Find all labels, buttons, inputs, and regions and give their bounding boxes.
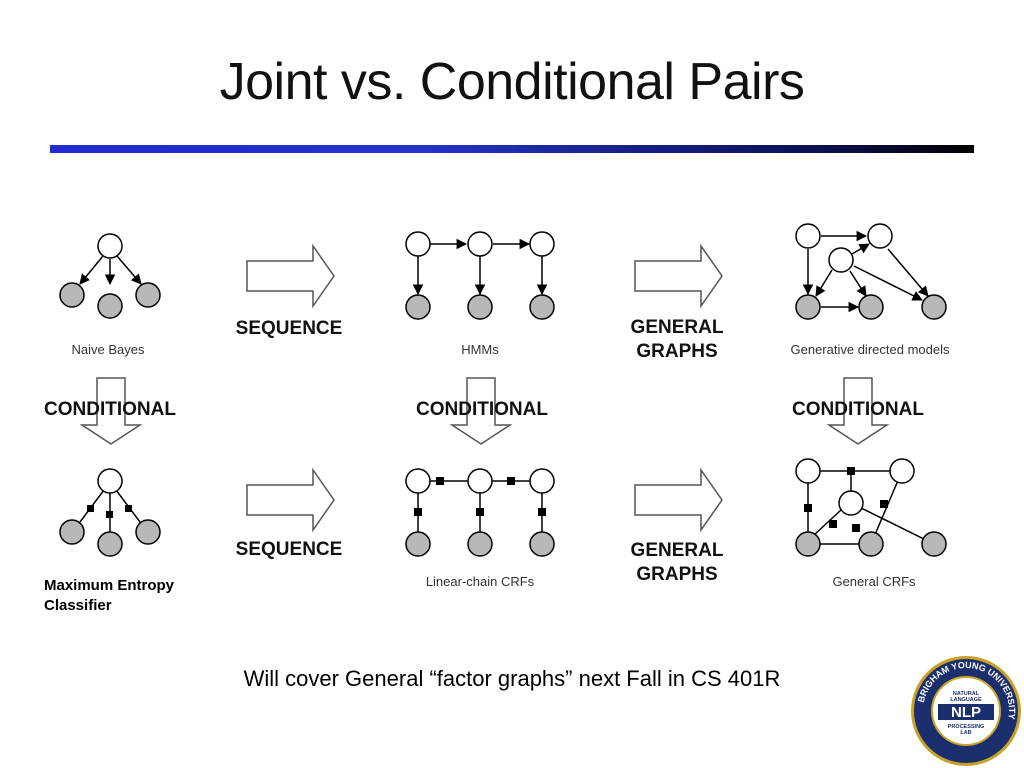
conditional-label-middle: CONDITIONAL (416, 399, 548, 420)
naive-bayes-graph (59, 233, 161, 319)
general-crf-factor (880, 500, 888, 508)
maxent-factor (87, 505, 94, 512)
sequence-label-top: SEQUENCE (236, 318, 343, 339)
hmm-observation-node (529, 294, 555, 320)
sequence-label-bottom: SEQUENCE (236, 539, 343, 560)
crf-state-node (529, 468, 555, 494)
linear-chain-crfs-label: Linear-chain CRFs (426, 574, 535, 589)
maxent-feature-node (97, 531, 123, 557)
logo-bottom-text-1: PROCESSING (948, 724, 985, 730)
hmm-state-node (529, 231, 555, 257)
conditional-label-left: CONDITIONAL (44, 399, 176, 420)
general-crf-observed-node (858, 531, 884, 557)
general-label-bottom: GENERAL (631, 540, 724, 561)
general-graphs-arrow-top (634, 243, 723, 309)
generative-observed-node (858, 294, 884, 320)
title-underline (50, 145, 974, 153)
generative-directed-label: Generative directed models (791, 342, 950, 357)
graphs-label-top: GRAPHS (636, 341, 717, 362)
general-crf-factor (847, 467, 855, 475)
generative-observed-node (795, 294, 821, 320)
crf-state-node (405, 468, 431, 494)
generative-hidden-node (828, 247, 854, 273)
general-crfs-label: General CRFs (832, 574, 916, 589)
generative-hidden-node (867, 223, 893, 249)
naive-bayes-class-node (97, 233, 123, 259)
hmm-graph (405, 231, 555, 320)
hmm-observation-node (405, 294, 431, 320)
general-crf-hidden-node (889, 458, 915, 484)
crf-state-node (467, 468, 493, 494)
conditional-arrow-right (826, 377, 890, 445)
general-crf-observed-node (921, 531, 947, 557)
maxent-class-node (97, 468, 123, 494)
crf-factor (476, 508, 484, 516)
crf-factor (538, 508, 546, 516)
maxent-factor (106, 511, 113, 518)
slide-title: Joint vs. Conditional Pairs (219, 53, 805, 111)
sequence-arrow-top (246, 243, 335, 309)
logo-top-text-1: NATURAL (953, 691, 980, 697)
maxent-factor (125, 505, 132, 512)
hmm-state-node (405, 231, 431, 257)
general-crf-factor (852, 524, 860, 532)
general-crf-factor (804, 504, 812, 512)
maxent-label: Maximum Entropy Classifier (44, 577, 175, 614)
general-crf-observed-node (795, 531, 821, 557)
general-graphs-arrow-bottom (634, 467, 723, 533)
sequence-arrow-bottom (246, 467, 335, 533)
linear-chain-crf-graph (405, 468, 555, 557)
naive-bayes-label: Naive Bayes (72, 342, 145, 357)
general-crf-hidden-node (838, 490, 864, 516)
crf-observation-node (467, 531, 493, 557)
logo-bottom-text-2: LAB (960, 730, 971, 736)
generative-directed-graph (795, 223, 947, 320)
hmm-observation-node (467, 294, 493, 320)
logo-top-text-2: LANGUAGE (950, 697, 982, 703)
crf-factor (414, 508, 422, 516)
general-crf-graph (795, 458, 947, 557)
maxent-graph (59, 468, 161, 557)
general-label-top: GENERAL (631, 317, 724, 338)
crf-observation-node (405, 531, 431, 557)
generative-hidden-node (795, 223, 821, 249)
graphs-label-bottom: GRAPHS (636, 564, 717, 585)
maxent-feature-node (59, 519, 85, 545)
naive-bayes-feature-node (135, 282, 161, 308)
crf-factor (507, 477, 515, 485)
maxent-feature-node (135, 519, 161, 545)
naive-bayes-feature-node (97, 293, 123, 319)
conditional-arrow-left (79, 377, 143, 445)
generative-observed-node (921, 294, 947, 320)
crf-factor (436, 477, 444, 485)
byu-nlp-lab-logo: BRIGHAM YOUNG UNIVERSITY NATURAL LANGUAG… (911, 656, 1021, 766)
conditional-arrow-middle (449, 377, 513, 445)
naive-bayes-feature-node (59, 282, 85, 308)
conditional-label-right: CONDITIONAL (792, 399, 924, 420)
footer-note: Will cover General “factor graphs” next … (243, 666, 781, 691)
general-crf-factor (829, 520, 837, 528)
logo-acronym: NLP (951, 704, 981, 721)
hmms-label: HMMs (461, 342, 499, 357)
hmm-state-node (467, 231, 493, 257)
general-crf-hidden-node (795, 458, 821, 484)
crf-observation-node (529, 531, 555, 557)
